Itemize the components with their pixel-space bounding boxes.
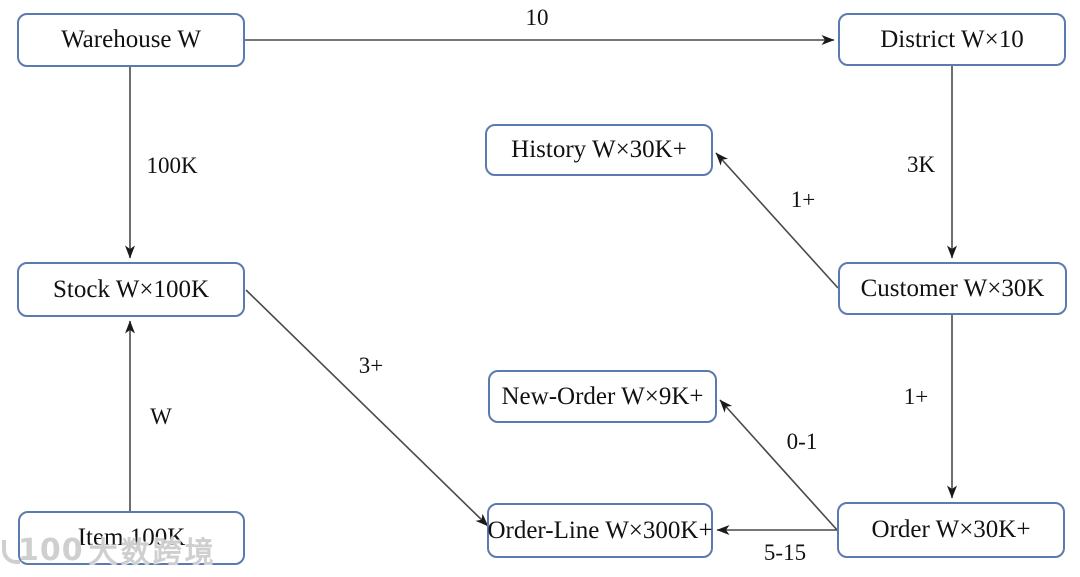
watermark-logo-icon: 100 bbox=[2, 533, 84, 568]
node-stock: Stock W×100K bbox=[17, 262, 245, 317]
watermark-text: 大数跨境 bbox=[88, 535, 217, 569]
edge-label-customer-history: 1+ bbox=[790, 187, 816, 212]
edge-label-customer-order: 1+ bbox=[903, 384, 929, 409]
node-order-line: Order-Line W×300K+ bbox=[487, 503, 713, 558]
edge-customer-history bbox=[715, 152, 839, 289]
node-warehouse: Warehouse W bbox=[17, 13, 245, 67]
edge-label-order-order-line: 5-15 bbox=[763, 540, 807, 565]
watermark: 100 大数跨境 bbox=[2, 529, 217, 571]
edge-label-warehouse-district: 10 bbox=[525, 5, 549, 30]
edge-label-item-stock: W bbox=[150, 404, 172, 429]
node-item: Item 100K bbox=[18, 511, 245, 565]
node-new-order: New-Order W×9K+ bbox=[488, 370, 717, 423]
edge-order-new-order bbox=[719, 399, 839, 532]
edge-label-stock-order-line: 3+ bbox=[358, 353, 384, 378]
node-history: History W×30K+ bbox=[485, 124, 713, 176]
node-customer: Customer W×30K bbox=[838, 262, 1067, 315]
node-order: Order W×30K+ bbox=[837, 502, 1065, 558]
edge-label-district-customer: 3K bbox=[906, 152, 936, 177]
edge-label-warehouse-stock: 100K bbox=[146, 153, 198, 178]
edge-stock-order-line bbox=[245, 289, 489, 527]
node-district: District W×10 bbox=[838, 13, 1066, 66]
edge-label-order-new-order: 0-1 bbox=[786, 429, 818, 454]
